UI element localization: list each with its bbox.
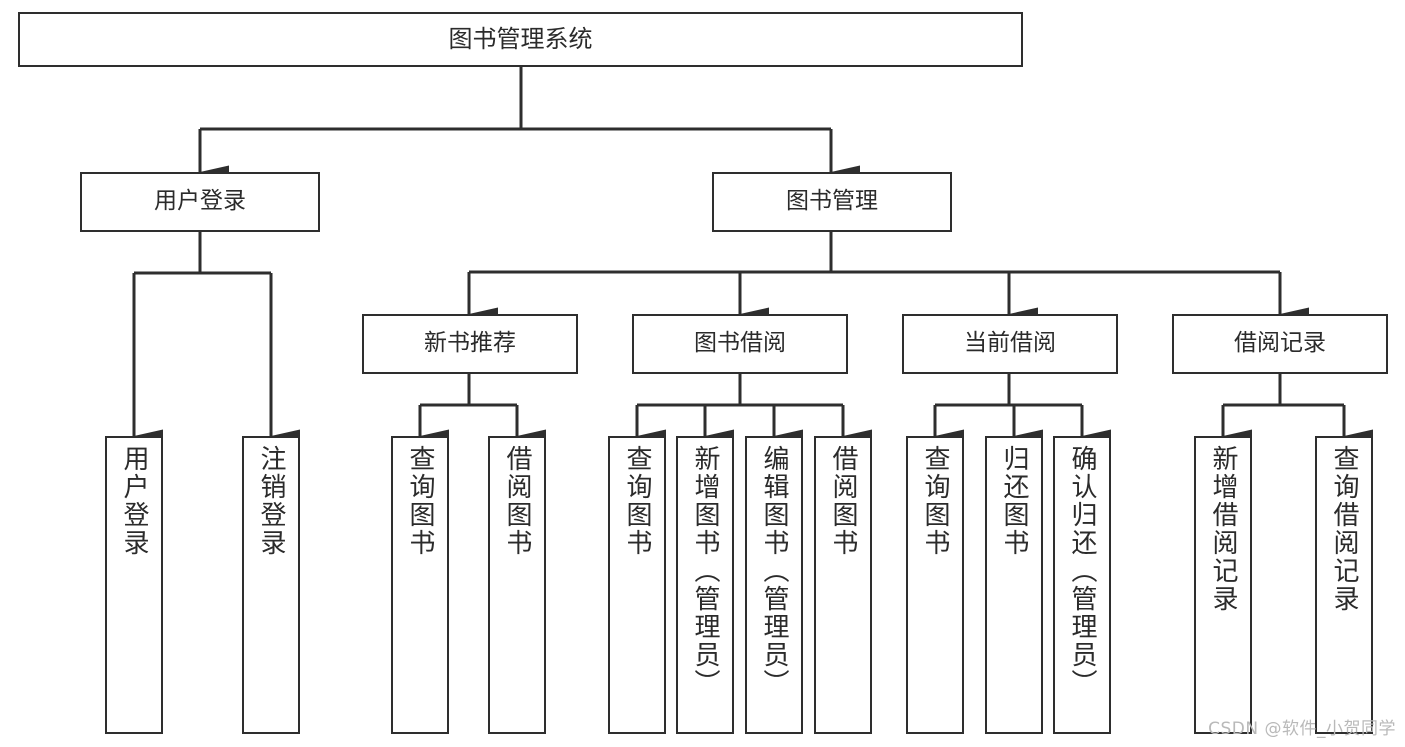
node-label: 用户登录 (119, 445, 149, 557)
leaf-new-book-query[interactable]: 查询图书 (391, 436, 449, 734)
leaf-current-borrow-query[interactable]: 查询图书 (906, 436, 964, 734)
leaf-book-borrow-borrow[interactable]: 借阅图书 (814, 436, 872, 734)
node-label: 借阅记录 (1234, 330, 1326, 357)
node-label: 新书推荐 (424, 330, 516, 357)
node-label: 查询图书 (405, 445, 435, 557)
node-label: 注销登录 (256, 445, 286, 557)
node-label: 用户登录 (154, 188, 246, 215)
leaf-borrow-record-add[interactable]: 新增借阅记录 (1194, 436, 1252, 734)
node-label: 编辑图书（管理员） (759, 445, 789, 697)
leaf-new-book-borrow[interactable]: 借阅图书 (488, 436, 546, 734)
node-label: 图书借阅 (694, 330, 786, 357)
node-book-borrow[interactable]: 图书借阅 (632, 314, 848, 374)
node-user-login[interactable]: 用户登录 (80, 172, 320, 232)
node-borrow-record[interactable]: 借阅记录 (1172, 314, 1388, 374)
node-label: 当前借阅 (964, 330, 1056, 357)
node-label: 图书管理 (786, 188, 878, 215)
node-label: 查询图书 (920, 445, 950, 557)
node-label: 归还图书 (999, 445, 1029, 557)
node-label: 查询借阅记录 (1329, 445, 1359, 613)
leaf-book-borrow-query[interactable]: 查询图书 (608, 436, 666, 734)
leaf-book-borrow-edit[interactable]: 编辑图书（管理员） (745, 436, 803, 734)
node-label: 确认归还（管理员） (1067, 445, 1097, 697)
leaf-book-borrow-add[interactable]: 新增图书（管理员） (676, 436, 734, 734)
leaf-current-borrow-confirm-return[interactable]: 确认归还（管理员） (1053, 436, 1111, 734)
node-root-library-system[interactable]: 图书管理系统 (18, 12, 1023, 67)
leaf-user-login-logout[interactable]: 注销登录 (242, 436, 300, 734)
node-book-management[interactable]: 图书管理 (712, 172, 952, 232)
node-label: 新增图书（管理员） (690, 445, 720, 697)
node-label: 查询图书 (622, 445, 652, 557)
node-label: 借阅图书 (828, 445, 858, 557)
node-label: 图书管理系统 (448, 25, 593, 54)
node-label: 新增借阅记录 (1208, 445, 1238, 613)
leaf-user-login-login[interactable]: 用户登录 (105, 436, 163, 734)
node-current-borrow[interactable]: 当前借阅 (902, 314, 1118, 374)
node-new-book-recommend[interactable]: 新书推荐 (362, 314, 578, 374)
leaf-current-borrow-return[interactable]: 归还图书 (985, 436, 1043, 734)
leaf-borrow-record-query[interactable]: 查询借阅记录 (1315, 436, 1373, 734)
node-label: 借阅图书 (502, 445, 532, 557)
